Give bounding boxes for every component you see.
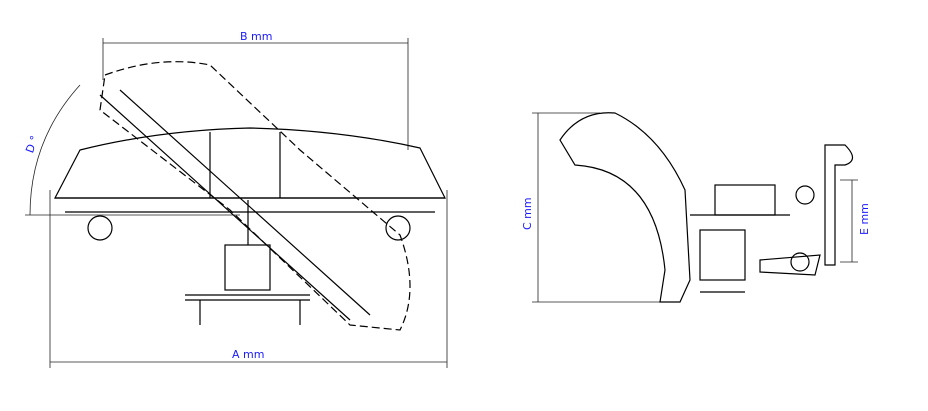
- dimension-e-label: E mm: [858, 203, 871, 235]
- hitch-pin: [790, 252, 810, 272]
- dimension-d-label: D °: [23, 134, 41, 155]
- lower-link: [759, 254, 821, 276]
- hitch-plate: [824, 144, 854, 266]
- moldboard-profile: [559, 112, 691, 303]
- mount-block: [224, 244, 271, 291]
- side-view: C mm E mm: [521, 112, 871, 303]
- skid-wheel: [87, 215, 113, 241]
- dimension-b-label: B mm: [240, 30, 272, 43]
- blade-swing-outline: [99, 61, 411, 331]
- hydraulic-block: [714, 184, 776, 216]
- swung-blade-edge: [99, 94, 351, 321]
- dimension-d-arc: [29, 84, 81, 216]
- dimension-c-label: C mm: [521, 197, 534, 230]
- pivot-housing: [699, 229, 746, 281]
- blade-outline: [54, 127, 446, 199]
- hitch-pin: [795, 185, 815, 205]
- swung-blade-edge: [119, 89, 371, 316]
- dimension-a-label: A mm: [232, 348, 264, 361]
- skid-wheel: [385, 215, 411, 241]
- top-view: B mm A mm D °: [23, 30, 448, 368]
